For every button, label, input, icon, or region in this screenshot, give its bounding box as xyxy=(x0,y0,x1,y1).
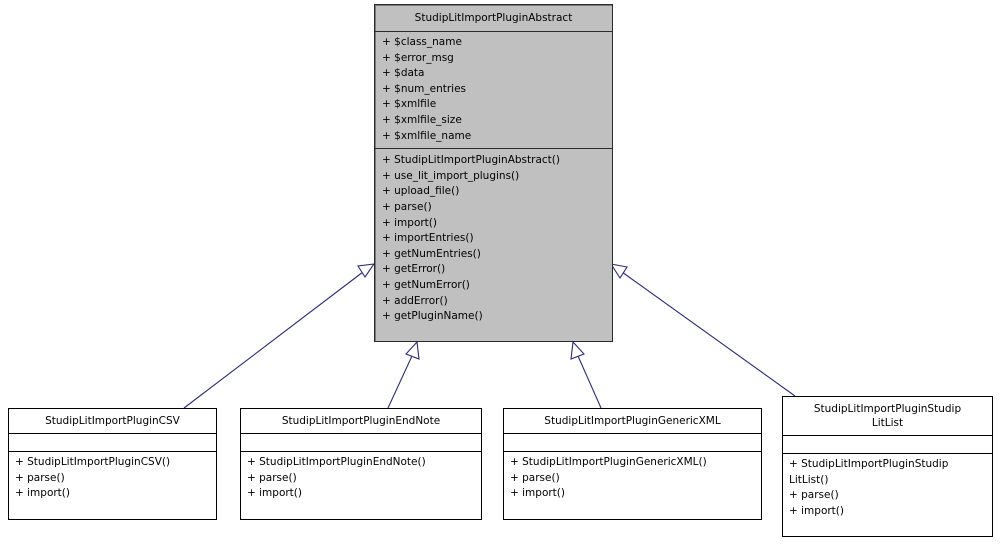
class-box-studiplitimportplugingenericxml[interactable]: StudipLitImportPluginGenericXML + Studip… xyxy=(503,408,762,520)
attribute-row: + $data xyxy=(382,67,425,80)
edge-endnote-to-abstract xyxy=(387,340,420,409)
attribute-row: + $xmlfile xyxy=(382,98,437,111)
operation-row: + parse() xyxy=(789,489,839,502)
operation-row: + import() xyxy=(510,487,565,500)
class-title-studiplitimportplugincsv: StudipLitImportPluginCSV xyxy=(9,409,216,434)
edge-studiplitlist-to-abstract xyxy=(609,263,796,397)
operation-row: + parse() xyxy=(510,471,560,484)
operation-row: + getPluginName() xyxy=(382,310,483,323)
class-operations-studiplitimportplugincsv: + StudipLitImportPluginCSV() + parse() +… xyxy=(9,452,216,519)
class-attributes-studiplitimportpluginabstract: + $class_name + $error_msg + $data + $nu… xyxy=(375,32,612,150)
operation-row: + StudipLitImportPluginEndNote() xyxy=(247,456,426,468)
operation-row: + upload_file() xyxy=(382,185,460,198)
operation-row: + getNumEntries() xyxy=(382,247,481,260)
operation-row: + StudipLitImportPluginCSV() xyxy=(15,456,171,468)
operation-row: + importEntries() xyxy=(382,232,474,245)
operation-row: + use_lit_import_plugins() xyxy=(382,169,520,182)
class-attributes-studiplitimportpluginstudiplitlist xyxy=(783,436,992,454)
operation-row: + getError() xyxy=(382,263,446,276)
edge-genericxml-to-abstract xyxy=(570,340,602,409)
class-box-studiplitimportplugincsv[interactable]: StudipLitImportPluginCSV + StudipLitImpo… xyxy=(8,408,217,520)
operation-row: + import() xyxy=(247,487,302,500)
attribute-row: + $xmlfile_size xyxy=(382,113,462,126)
class-title-studiplitimportpluginendnote: StudipLitImportPluginEndNote xyxy=(241,409,481,434)
class-attributes-studiplitimportplugingenericxml xyxy=(504,434,761,452)
edge-csv-to-abstract xyxy=(183,263,376,409)
operation-row: + import() xyxy=(15,487,70,500)
class-operations-studiplitimportpluginendnote: + StudipLitImportPluginEndNote() + parse… xyxy=(241,452,481,519)
operation-row: + addError() xyxy=(382,294,448,307)
operation-row: + import() xyxy=(789,504,844,517)
class-title-studiplitimportpluginabstract: StudipLitImportPluginAbstract xyxy=(375,5,612,32)
class-operations-studiplitimportpluginstudiplitlist: + StudipLitImportPluginStudip LitList() … xyxy=(783,454,992,536)
operation-row: + parse() xyxy=(247,471,297,484)
attribute-row: + $class_name xyxy=(382,36,462,48)
operation-row: + import() xyxy=(382,216,437,229)
attribute-row: + $num_entries xyxy=(382,82,466,95)
operation-row: + getNumError() xyxy=(382,278,470,291)
operation-row: + StudipLitImportPluginAbstract() xyxy=(382,154,560,167)
class-attributes-studiplitimportplugincsv xyxy=(9,434,216,452)
operation-row: + StudipLitImportPluginStudip LitList() xyxy=(789,458,949,486)
class-title-studiplitimportplugingenericxml: StudipLitImportPluginGenericXML xyxy=(504,409,761,434)
operation-row: + StudipLitImportPluginGenericXML() xyxy=(510,456,707,468)
class-box-studiplitimportpluginstudiplitlist[interactable]: StudipLitImportPluginStudip LitList + St… xyxy=(782,396,993,537)
class-box-studiplitimportpluginendnote[interactable]: StudipLitImportPluginEndNote + StudipLit… xyxy=(240,408,482,520)
attribute-row: + $error_msg xyxy=(382,51,454,64)
class-operations-studiplitimportpluginabstract: + StudipLitImportPluginAbstract() + use_… xyxy=(375,149,612,341)
attribute-row: + $xmlfile_name xyxy=(382,129,472,142)
operation-row: + parse() xyxy=(15,471,65,484)
operation-row: + parse() xyxy=(382,200,432,213)
class-box-studiplitimportpluginabstract[interactable]: StudipLitImportPluginAbstract + $class_n… xyxy=(374,4,613,342)
class-title-studiplitimportpluginstudiplitlist: StudipLitImportPluginStudip LitList xyxy=(783,397,992,436)
class-operations-studiplitimportplugingenericxml: + StudipLitImportPluginGenericXML() + pa… xyxy=(504,452,761,519)
class-attributes-studiplitimportpluginendnote xyxy=(241,434,481,452)
